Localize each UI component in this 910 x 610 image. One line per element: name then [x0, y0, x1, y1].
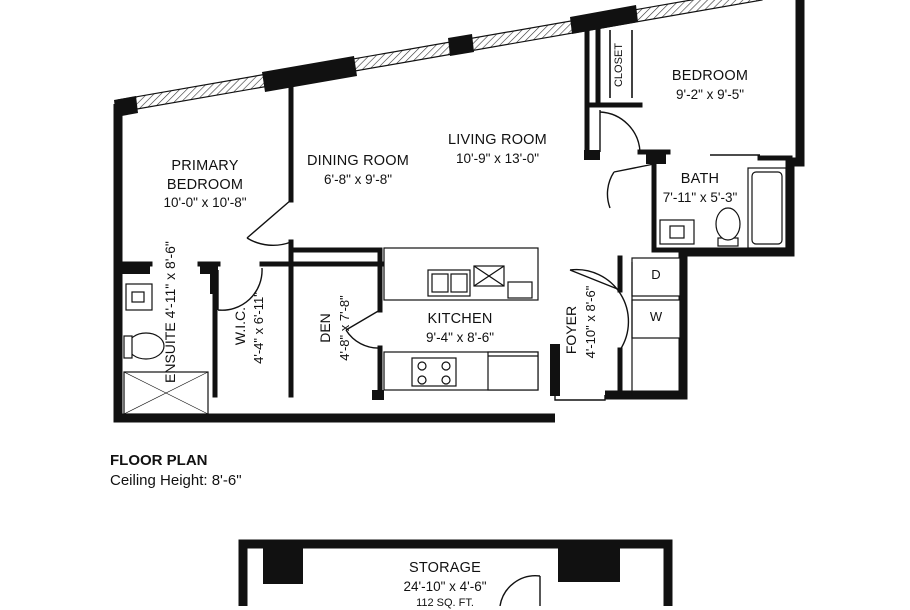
exterior-walls [113, 0, 805, 423]
floor-plan-title: FLOOR PLAN [110, 452, 208, 469]
foyer-dims: 4'-10" x 8'-6" [583, 285, 598, 359]
kitchen-fixtures [383, 247, 539, 391]
door-swings [217, 110, 655, 401]
ensuite-label: ENSUITE 4'-11" x 8'-6" [162, 241, 178, 383]
washer-label: W [649, 309, 663, 324]
foyer-name: FOYER [563, 305, 579, 355]
storage-area: 112 SQ. FT. [416, 597, 474, 609]
primary-bedroom-name-line2: BEDROOM [166, 177, 244, 193]
storage-unit [238, 539, 673, 606]
dining-room-name: DINING ROOM [306, 153, 410, 169]
bedroom-dims: 9'-2" x 9'-5" [675, 87, 744, 102]
wic-name: W.I.C. [232, 306, 248, 346]
wall-stubs [122, 150, 666, 400]
ceiling-height: Ceiling Height: 8'-6" [110, 472, 242, 489]
den-name: DEN [317, 313, 333, 343]
ensuite-fixtures [123, 283, 209, 415]
primary-bedroom-name-line1: PRIMARY [171, 158, 239, 174]
primary-bedroom-dims: 10'-0" x 10'-8" [163, 195, 247, 210]
kitchen-dims: 9'-4" x 8'-6" [425, 330, 494, 345]
slanted-wall-piers [114, 5, 638, 117]
living-room-name: LIVING ROOM [448, 132, 547, 148]
bath-dims: 7'-11" x 5'-3" [662, 190, 738, 205]
bath-fixtures [659, 167, 787, 249]
dryer-label: D [651, 267, 661, 282]
kitchen-name: KITCHEN [427, 311, 493, 327]
living-room-dims: 10'-9" x 13'-0" [455, 151, 540, 166]
laundry-fixtures [631, 257, 681, 396]
bath-name: BATH [680, 171, 720, 187]
storage-name: STORAGE [408, 560, 482, 576]
closet-label: CLOSET [613, 43, 625, 88]
ensuite-dims: 4'-11" x 8'-6" [162, 241, 178, 319]
wic-dims: 4'-4" x 6'-11" [251, 292, 266, 364]
den-dims: 4'-8" x 7'-8" [337, 295, 352, 361]
ensuite-name: ENSUITE [162, 322, 178, 383]
storage-dims: 24'-10" x 4'-6" [403, 579, 487, 594]
bedroom-name: BEDROOM [671, 68, 749, 84]
dining-room-dims: 6'-8" x 9'-8" [323, 172, 392, 187]
sliding-doors [609, 30, 760, 156]
